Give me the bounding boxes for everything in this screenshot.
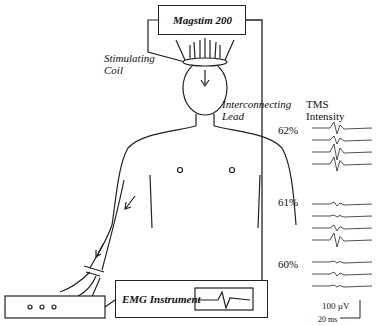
box-label: EMG Instrument [122, 293, 202, 305]
intensity-value: 60% [278, 258, 298, 270]
emg-trace [312, 225, 372, 231]
lead-line [246, 20, 262, 280]
axis-label: TMS Intensity [306, 98, 356, 122]
emg-trace [312, 144, 372, 160]
emg-trace [312, 136, 372, 144]
part-label: Interconnecting Lead [222, 98, 300, 122]
instrument-box: EMG Instrument [115, 280, 268, 318]
part-label: Stimulating Coil [104, 52, 166, 76]
scale-label: 100 µV [322, 302, 349, 312]
emg-trace [312, 215, 372, 217]
box-label: Magstim 200 [173, 14, 232, 26]
emg-trace [312, 261, 372, 263]
emg-trace [312, 233, 372, 247]
emg-trace [312, 157, 372, 171]
emg-trace [312, 285, 372, 287]
intensity-value: 61% [278, 196, 298, 208]
emg-trace [312, 122, 372, 134]
device-box: Magstim 200 [158, 5, 246, 35]
intensity-value: 62% [278, 124, 298, 136]
emg-trace [312, 272, 372, 276]
emg-trace [312, 202, 372, 206]
scale-label: 20 ms [318, 316, 337, 325]
